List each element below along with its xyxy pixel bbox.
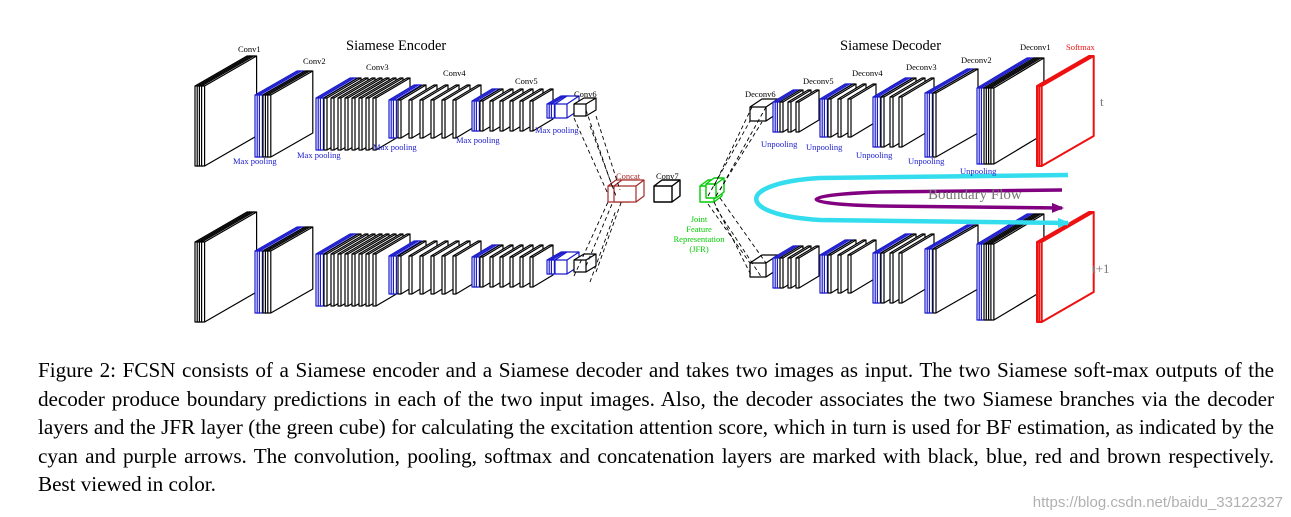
bottom-deconv2-slab-0	[932, 224, 979, 314]
bottom-conv5-slab-5	[529, 244, 554, 288]
label-unpool-5: Unpooling	[960, 166, 997, 176]
dash-enc-top-3	[589, 125, 617, 197]
label-conv2: Conv2	[303, 56, 326, 66]
watermark: https://blog.csdn.net/baidu_33122327	[1032, 494, 1283, 511]
conv7-cube	[653, 179, 681, 203]
label-conv4: Conv4	[443, 68, 466, 78]
jfr-cube-b	[705, 177, 725, 199]
dash-enc-bot-2	[595, 199, 623, 273]
label-maxpool-4: Max pooling	[456, 135, 500, 145]
top-conv6-slab	[573, 97, 597, 117]
top-deconv4-slab-2	[847, 83, 877, 138]
label-deconv4: Deconv4	[852, 68, 883, 78]
top-deconv1-slab-3	[990, 57, 1045, 165]
boundary-flow-label: Boundary Flow	[928, 187, 1022, 203]
dash-dec-top-4	[707, 120, 751, 197]
label-unpool-1: Unpooling	[761, 139, 798, 149]
encoder-title: Siamese Encoder	[346, 38, 446, 54]
top-conv1-slab-3	[201, 55, 258, 167]
label-unpool-4: Unpooling	[908, 156, 945, 166]
label-maxpool-5: Max pooling	[535, 125, 579, 135]
purple-boundary-arrow	[814, 188, 1064, 213]
bottom-conv1-slab-3	[201, 211, 258, 323]
label-conv5: Conv5	[515, 76, 538, 86]
dash-enc-bot-3	[589, 209, 617, 283]
label-concat: Concat	[616, 171, 641, 181]
bottom-softmax-slab-1	[1038, 211, 1095, 323]
label-conv3: Conv3	[366, 62, 389, 72]
concat-cube-b	[613, 179, 645, 203]
label-softmax: Softmax	[1066, 42, 1096, 52]
bottom-conv2-slab-2	[267, 226, 314, 314]
dashed-connections	[573, 106, 767, 283]
bottom-deconv1-slab-3	[990, 213, 1045, 321]
label-conv6: Conv6	[574, 89, 597, 99]
label-deconv5: Deconv5	[803, 76, 834, 86]
label-jfr-0: Joint	[691, 214, 708, 224]
label-deconv2: Deconv2	[961, 55, 992, 65]
label-deconv6: Deconv6	[745, 89, 776, 99]
label-jfr-1: Feature	[686, 224, 712, 234]
label-unpool-3: Unpooling	[856, 150, 893, 160]
top-conv2-slab-2	[267, 70, 314, 158]
cyan-boundary-arrow	[754, 172, 1070, 228]
bottom-deconv5-slab-2	[795, 245, 820, 289]
label-jfr-3: (JFR)	[689, 244, 709, 254]
time-label-t: t	[1100, 94, 1104, 109]
label-deconv3: Deconv3	[906, 62, 937, 72]
decoder-title: Siamese Decoder	[840, 38, 941, 54]
top-softmax-slab-1	[1038, 55, 1095, 167]
figure-caption: Figure 2: FCSN consists of a Siamese enc…	[38, 358, 1274, 497]
bottom-pool5b-slab	[554, 251, 580, 275]
dash-dec-bot-2	[719, 197, 767, 264]
top-pool5b-slab	[554, 95, 580, 119]
time-label-t1: t+1	[1092, 261, 1109, 276]
dash-enc-top-2	[595, 115, 621, 191]
dash-dec-top-1	[713, 106, 753, 187]
dash-dec-bot-4	[707, 203, 751, 264]
label-deconv1: Deconv1	[1020, 42, 1051, 52]
label-maxpool-3: Max pooling	[373, 142, 417, 152]
dash-dec-top-3	[715, 121, 763, 197]
label-conv1: Conv1	[238, 44, 261, 54]
label-maxpool-1: Max pooling	[233, 156, 277, 166]
top-deconv2-slab-0	[932, 68, 979, 158]
label-conv7: Conv7	[656, 171, 679, 181]
label-unpool-2: Unpooling	[806, 142, 843, 152]
top-deconv5-slab-2	[795, 89, 820, 133]
label-jfr-2: Representation	[674, 234, 726, 244]
dash-dec-top-2	[719, 106, 767, 191]
fcsn-architecture-diagram: Boundary Flow Siamese Encoder Siamese De…	[194, 38, 1109, 323]
layer-stacks	[194, 55, 1095, 323]
dash-enc-bot-1	[585, 203, 613, 267]
top-conv5-slab-5	[529, 88, 554, 132]
label-maxpool-2: Max pooling	[297, 150, 341, 160]
